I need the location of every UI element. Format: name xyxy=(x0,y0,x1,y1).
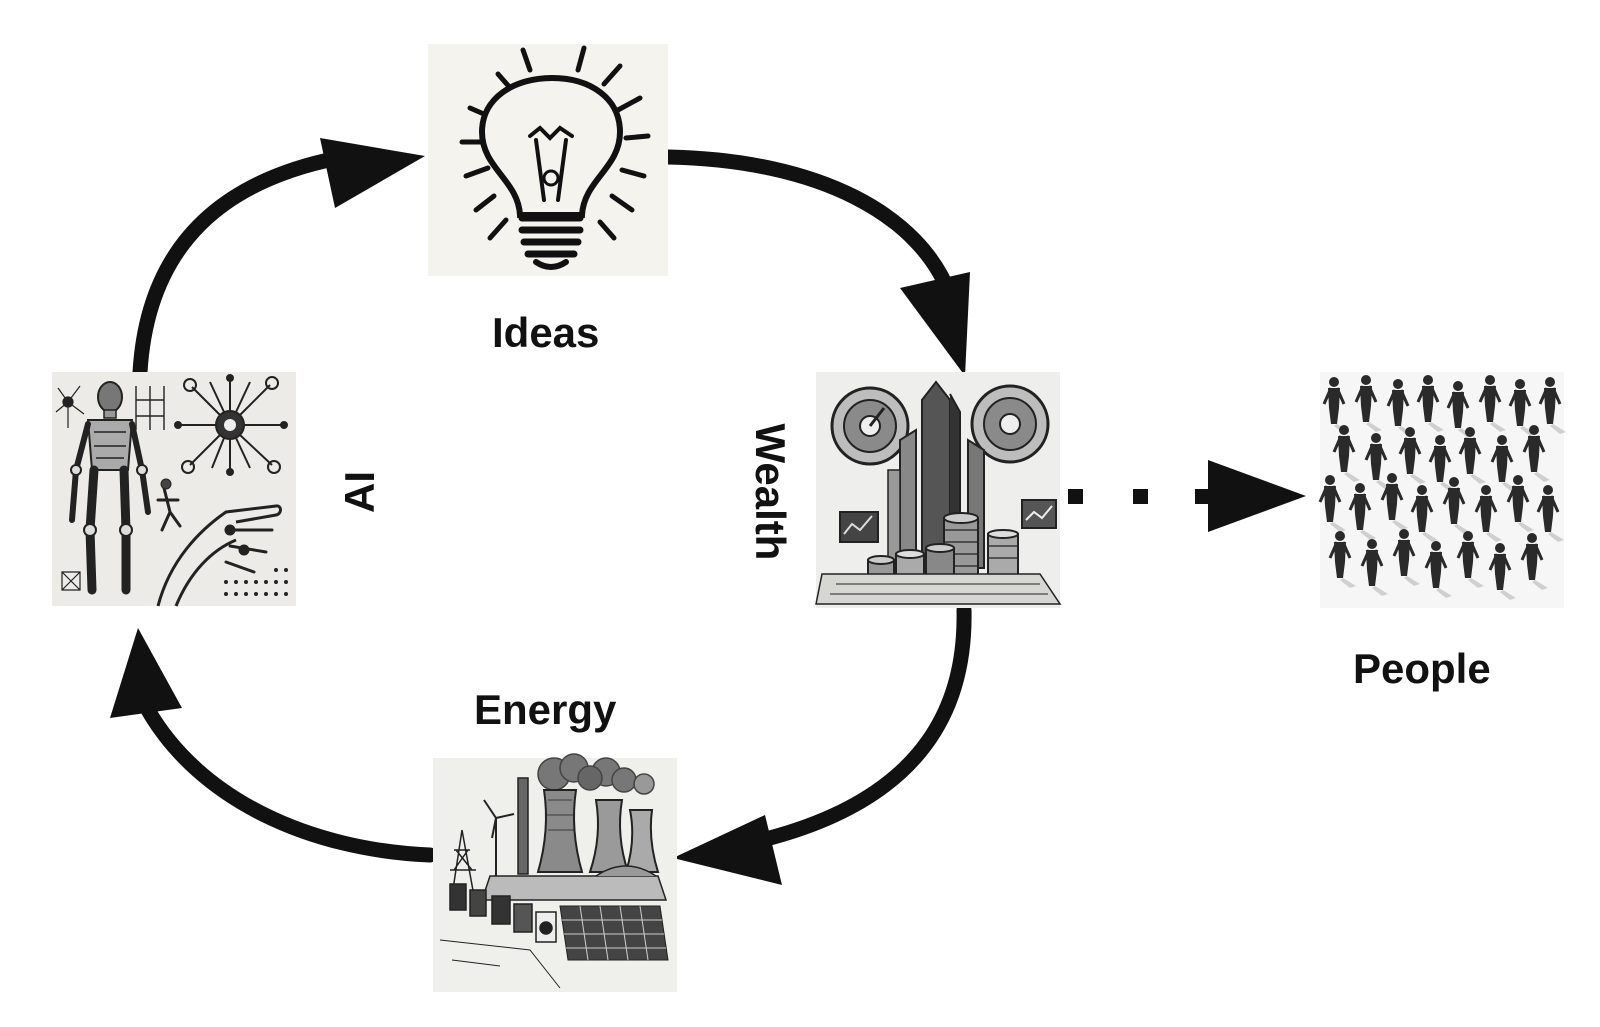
arrow-wealth-to-people-dotted xyxy=(1068,460,1306,532)
people-label: People xyxy=(1353,645,1491,692)
robot-circuit-icon xyxy=(55,374,288,607)
network-graph xyxy=(55,385,85,428)
ai-label: AI xyxy=(336,471,383,513)
coin-stacks xyxy=(867,512,1019,589)
ideas-tile xyxy=(428,44,668,276)
ideas-label: Ideas xyxy=(492,309,600,356)
wealth-label: Wealth xyxy=(747,423,794,561)
solar-panels xyxy=(559,905,669,961)
wealth-tile xyxy=(815,372,1062,608)
smoke-clouds xyxy=(537,753,655,795)
ai-tile xyxy=(52,372,296,607)
dot-matrix xyxy=(224,568,288,596)
arrow-ideas-to-wealth xyxy=(660,149,970,376)
dot-grid xyxy=(135,386,165,430)
arrow-energy-to-ai xyxy=(110,628,438,863)
barrels xyxy=(449,883,557,943)
arrow-wealth-to-energy xyxy=(673,602,972,885)
circuit-chip xyxy=(174,374,288,476)
energy-tile xyxy=(433,753,677,992)
robot-figure xyxy=(69,381,151,595)
power-plant-icon xyxy=(439,753,669,989)
robotic-hand xyxy=(156,504,282,607)
energy-label: Energy xyxy=(474,686,617,733)
arrow-ai-to-ideas xyxy=(132,138,425,380)
people-tile xyxy=(1318,372,1568,608)
lightbulb-icon xyxy=(459,45,651,270)
city-coins-icon xyxy=(815,380,1062,605)
